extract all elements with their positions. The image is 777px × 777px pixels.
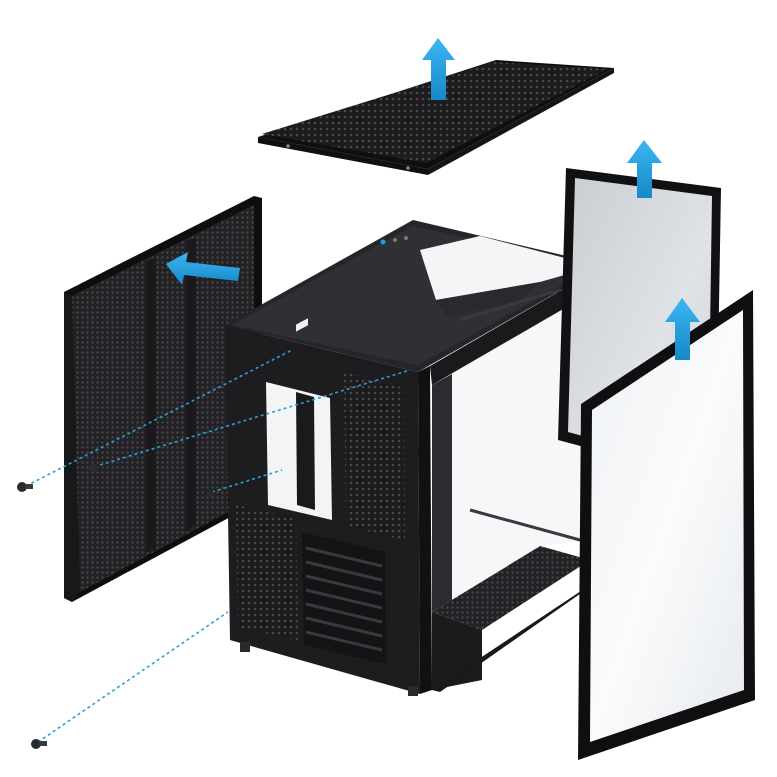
arrow-left-icon	[166, 252, 240, 285]
screw-guide-lines	[25, 349, 411, 743]
case-chassis	[225, 220, 606, 696]
expansion-slots	[302, 532, 386, 664]
arrow-up-icon	[422, 38, 455, 100]
screw-icon	[206, 490, 214, 498]
front-glass-panel	[578, 290, 755, 760]
screw-icon	[90, 464, 98, 472]
arrow-up-icon	[627, 140, 662, 198]
screw-icon	[31, 739, 47, 749]
top-panel	[258, 60, 614, 175]
arrow-up-icon	[665, 298, 700, 360]
screw-icon	[17, 482, 33, 492]
